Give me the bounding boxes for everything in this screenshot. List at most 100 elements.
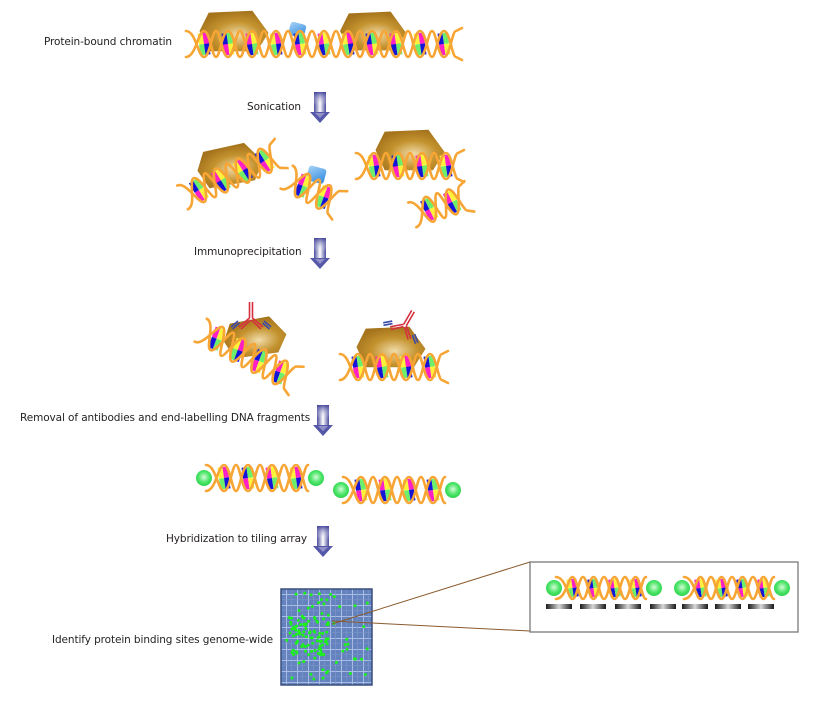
antibody-icon [383,309,419,345]
array-spot [313,616,317,619]
array-spot [302,630,306,634]
array-spot [343,643,347,647]
array-spot [310,605,314,608]
array-spot [326,669,330,673]
array-spot [318,639,322,643]
dna-helix-icon [333,475,461,505]
array-spot [315,639,319,643]
array-spot [304,649,307,653]
step-label-chromatin: Protein-bound chromatin [44,36,172,48]
step-label-immunoprecipitation: Immunoprecipitation [194,246,302,258]
array-spot [295,624,299,628]
array-spot [303,645,307,649]
tiling-array-icon [280,588,373,686]
array-spot [325,598,329,602]
array-spot [326,613,330,617]
array-spot [289,622,293,626]
array-spot [307,653,311,657]
array-spot [297,661,301,665]
array-spot [308,631,312,635]
array-spot [302,616,306,620]
array-spot [321,668,325,672]
array-spot [303,591,307,595]
array-spot [309,593,313,597]
array-spot [285,638,289,642]
array-spot [334,661,338,664]
zoom-connector-line [331,561,531,625]
array-spot [294,592,298,596]
array-spot [316,620,319,624]
array-spot [313,649,317,652]
array-spot [365,647,369,651]
array-spot [338,605,342,609]
array-spot [352,657,356,661]
array-spot [301,633,305,637]
array-probe-icon [580,604,606,609]
array-spot [295,632,298,636]
array-spot [299,623,303,626]
dna-helix-icon [338,349,450,385]
array-spot [317,592,321,596]
array-spot [307,619,310,623]
down-arrow-icon [313,526,333,557]
array-spot [311,641,315,645]
array-spot [296,618,300,622]
array-spot [293,626,296,630]
array-spot [317,601,320,605]
dna-helix-icon [674,575,790,601]
array-spot [320,643,324,647]
array-spot [320,612,324,615]
array-spot [318,631,322,635]
fluorescent-label-icon [546,580,562,596]
down-arrow-icon [310,92,330,123]
array-probe-icon [748,604,774,609]
array-spot [365,601,369,605]
dna-helix-icon [546,575,662,601]
array-spot [319,653,323,657]
array-spot [353,604,357,608]
array-spot [292,653,296,657]
array-spot [301,643,305,647]
down-arrow-icon [313,405,333,436]
array-spot [306,606,310,610]
zoom-connector-line [331,620,531,632]
array-spot [360,657,364,661]
array-spot [312,677,316,681]
dna-helix-icon [184,26,464,62]
dna-helix-icon [406,179,476,229]
array-spot [325,642,329,646]
protein-hexagon-icon [375,129,445,171]
array-spot [297,629,301,633]
array-spot [306,643,310,647]
array-spot [295,640,299,644]
array-spot [322,602,326,606]
array-spot [329,593,333,596]
dna-helix-icon [354,148,466,184]
array-spot [321,631,325,635]
dna-helix-icon [279,164,349,221]
array-spot [345,637,349,641]
array-spot [318,644,322,648]
array-spot [316,635,320,639]
array-spot [310,649,314,653]
fluorescent-label-icon [308,470,324,486]
step-label-sonication: Sonication [247,101,301,113]
array-spot [313,630,317,634]
fluorescent-label-icon [333,482,349,498]
array-probe-icon [546,604,572,609]
array-spot [309,636,313,640]
fluorescent-label-icon [674,580,690,596]
array-spot [313,656,317,660]
array-spot [298,632,302,636]
step-label-end-labelling: Removal of antibodies and end-labelling … [20,412,311,424]
fluorescent-label-icon [196,470,212,486]
array-spot [297,609,301,613]
array-probe-icon [615,604,641,609]
array-inset [529,561,799,633]
fluorescent-label-icon [445,482,461,498]
step-label-identify: Identify protein binding sites genome-wi… [52,634,273,646]
fluorescent-label-icon [774,580,790,596]
array-spot [363,673,367,677]
array-spot [346,642,350,646]
